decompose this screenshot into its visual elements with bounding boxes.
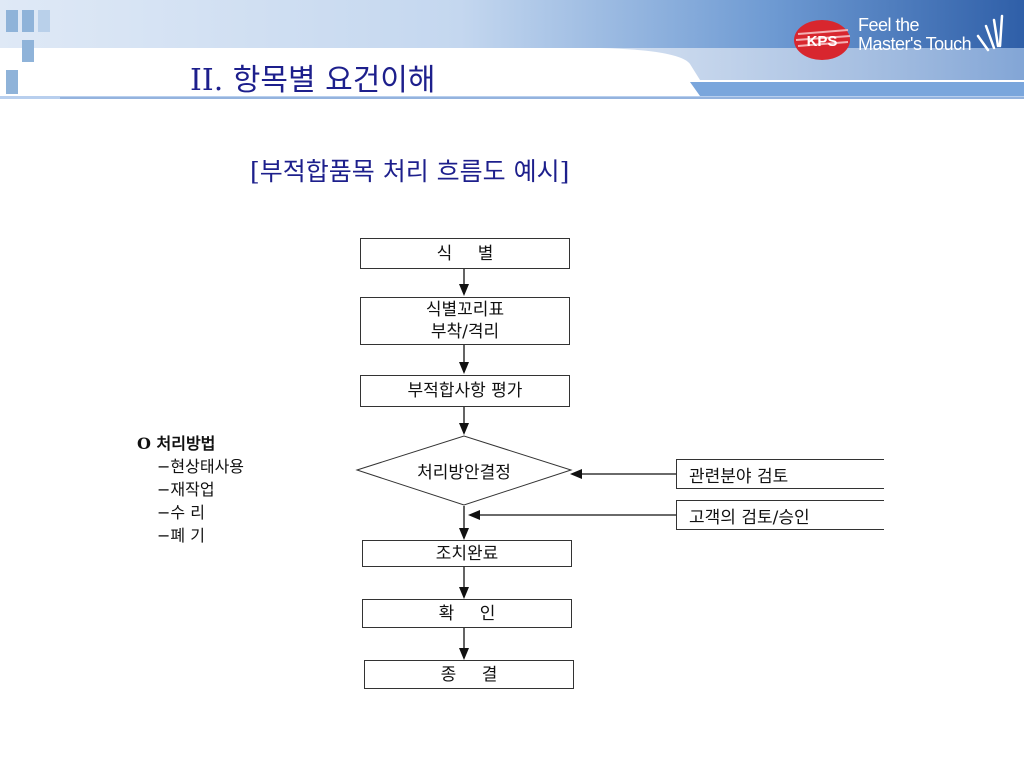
header-background [0,0,1024,99]
decor-square [6,10,18,32]
input-related-review: 관련분야 검토 [676,459,884,489]
step-identify: 식 별 [360,238,570,269]
kps-logo-mark: KPS [794,20,851,60]
methods-item: −폐 기 [157,526,205,545]
decor-square [22,10,34,32]
tagline-line2: Master's Touch [858,34,972,54]
diagram-title: [부적합품목 처리 흐름도 예시] [250,157,570,186]
step-evaluate: 부적합사항 평가 [360,375,570,407]
header-band: II. 항목별 요건이해 KPS Feel the Master's Touch [0,0,1024,100]
kps-logo: KPS Feel the Master's Touch [792,14,1012,64]
step-close: 종 결 [364,660,574,689]
methods-item: −수 리 [157,503,205,522]
hand-stroke-icon [976,14,1004,52]
methods-list: O 처리방법 −현상태사용 −재작업 −수 리 −폐 기 [137,432,244,547]
decor-square [38,10,50,32]
page-title: II. 항목별 요건이해 [190,63,436,98]
decision-diamond [355,435,573,506]
input-customer-review: 고객의 검토/승인 [676,500,884,530]
logo-tagline: Feel the Master's Touch [858,15,972,54]
tagline-line1: Feel the [858,15,920,35]
methods-heading: O 처리방법 [137,434,216,453]
decor-square [6,70,18,94]
methods-item: −현상태사용 [157,457,245,476]
svg-text:KPS: KPS [807,33,838,50]
step-complete: 조치완료 [362,540,572,567]
step-decide: 처리방안결정 [417,462,511,483]
decor-square [22,40,34,62]
step-tag-isolate: 식별꼬리표 부착/격리 [360,297,570,345]
step-confirm: 확 인 [362,599,572,628]
methods-item: −재작업 [157,480,215,499]
